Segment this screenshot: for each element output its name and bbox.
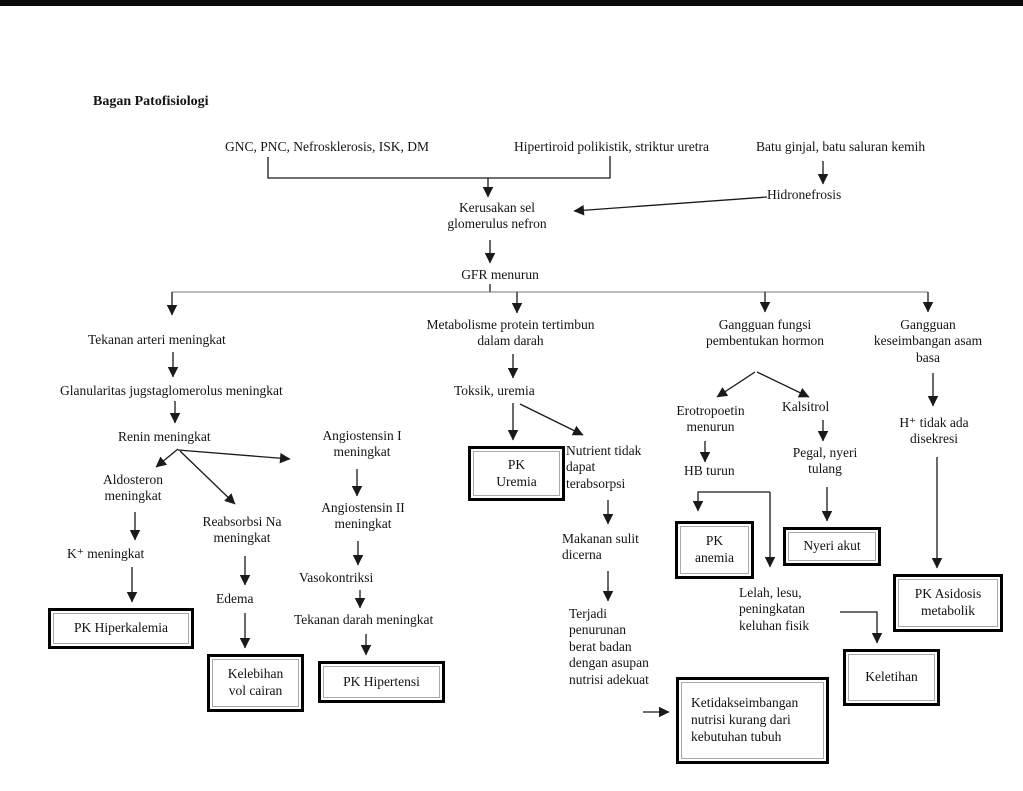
node-angiostensin-2: Angiostensin II meningkat (321, 500, 405, 532)
arrow-renin-to-aldosteron (155, 448, 179, 468)
bracket-causes (267, 156, 611, 179)
box-pk-uremia: PK Uremia (468, 446, 565, 501)
box-pk-anemia: PK anemia (675, 521, 754, 579)
node-terjadi-penurunan: Terjadi penurunan berat badan dengan asu… (569, 606, 649, 687)
node-edema: Edema (216, 591, 254, 606)
arrow-renin-to-reabsorbsi (179, 450, 236, 505)
box-kelebihan-vol-cairan: Kelebihan vol cairan (207, 654, 304, 712)
arrow-renin-to-angiostensin1 (177, 449, 291, 464)
node-tekanan-arteri: Tekanan arteri meningkat (88, 332, 226, 347)
node-glanularitas: Glanularitas jugstaglomerolus meningkat (60, 383, 283, 398)
node-pegal-nyeri: Pegal, nyeri tulang (792, 445, 858, 477)
node-causes-hipertiroid: Hipertiroid polikistik, striktur uretra (514, 139, 709, 154)
node-angiostensin-1: Angiostensin I meningkat (322, 428, 402, 460)
node-causes-batu-ginjal: Batu ginjal, batu saluran kemih (756, 139, 926, 154)
top-border-bar (0, 0, 1023, 6)
node-makanan-sulit: Makanan sulit dicerna (562, 531, 639, 563)
node-tekanan-darah: Tekanan darah meningkat (294, 612, 434, 627)
arrow-hormon-to-kalsitrol (756, 371, 810, 398)
node-gangguan-asam-basa: Gangguan keseimbangan asam basa (873, 317, 983, 365)
box-ketidakseimbangan: Ketidakseimbangan nutrisi kurang dari ke… (676, 677, 829, 764)
node-gfr-menurun: GFR menurun (461, 267, 539, 282)
node-erotropoetin: Erotropoetin menurun (676, 403, 745, 435)
arrow-hormon-to-erotropoetin (716, 371, 756, 398)
box-pk-asidosis: PK Asidosis metabolik (893, 574, 1003, 632)
node-toksik-uremia: Toksik, uremia (454, 383, 535, 398)
node-hb-turun: HB turun (684, 463, 735, 478)
node-metabolisme-protein: Metabolisme protein tertimbun dalam dara… (426, 317, 595, 349)
arrow-hb-to-pk-anemia (692, 491, 770, 512)
node-renin: Renin meningkat (118, 429, 211, 444)
arrow-toksik-to-nutrient (519, 403, 584, 436)
node-h-tidak-disekresi: H⁺ tidak ada disekresi (899, 415, 969, 447)
node-nutrient: Nutrient tidak dapat terabsorpsi (566, 443, 642, 491)
box-pk-hiperkalemia: PK Hiperkalemia (48, 608, 194, 649)
node-hidronefrosis: Hidronefrosis (767, 187, 842, 202)
box-keletihan: Keletihan (843, 649, 940, 706)
node-vasokontriksi: Vasokontriksi (299, 570, 374, 585)
box-nyeri-akut: Nyeri akut (783, 527, 881, 566)
node-kalsitrol: Kalsitrol (782, 399, 830, 414)
arrow-lelah-to-keletihan (840, 611, 883, 644)
node-reabsorbsi-na: Reabsorbsi Na meningkat (202, 514, 282, 546)
node-gangguan-hormon: Gangguan fungsi pembentukan hormon (705, 317, 825, 349)
page-title: Bagan Patofisiologi (93, 94, 209, 109)
node-aldosteron: Aldosteron meningkat (103, 472, 163, 504)
node-lelah-lesu: Lelah, lesu, peningkatan keluhan fisik (739, 585, 810, 633)
node-causes-gnc: GNC, PNC, Nefrosklerosis, ISK, DM (225, 139, 430, 154)
node-k-meningkat: K⁺ meningkat (67, 546, 145, 561)
arrow-hidronefrosis-to-kerusakan (573, 196, 768, 216)
box-pk-hipertensi: PK Hipertensi (318, 661, 445, 703)
node-kerusakan-sel: Kerusakan sel glomerulus nefron (447, 200, 547, 232)
